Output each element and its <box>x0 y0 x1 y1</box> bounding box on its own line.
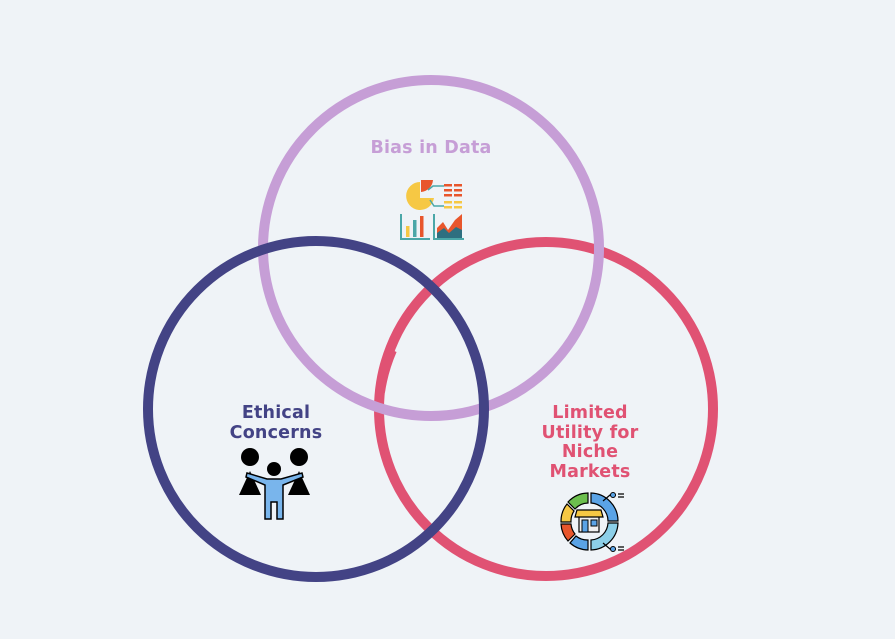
label-ethical-concerns: Ethical Concerns <box>196 403 356 443</box>
label-line: Ethical <box>241 403 311 423</box>
data-analytics-icon <box>400 180 464 240</box>
label-line: Limited <box>552 403 628 423</box>
circle-ethical-concerns <box>143 236 489 582</box>
circle-bias-in-data <box>258 75 604 421</box>
label-line: Markets <box>549 461 631 482</box>
label-limited-utility: Limited Utility for Niche Markets <box>510 403 670 482</box>
label-line: Niche <box>561 442 619 462</box>
market-store-cycle-icon <box>560 492 624 552</box>
label-line: Concerns <box>229 422 323 443</box>
ethics-scale-person-icon <box>239 448 310 520</box>
label-bias-in-data: Bias in Data <box>370 138 492 158</box>
niche-overlap-segment <box>375 348 397 393</box>
label-line: Utility for <box>541 422 639 443</box>
